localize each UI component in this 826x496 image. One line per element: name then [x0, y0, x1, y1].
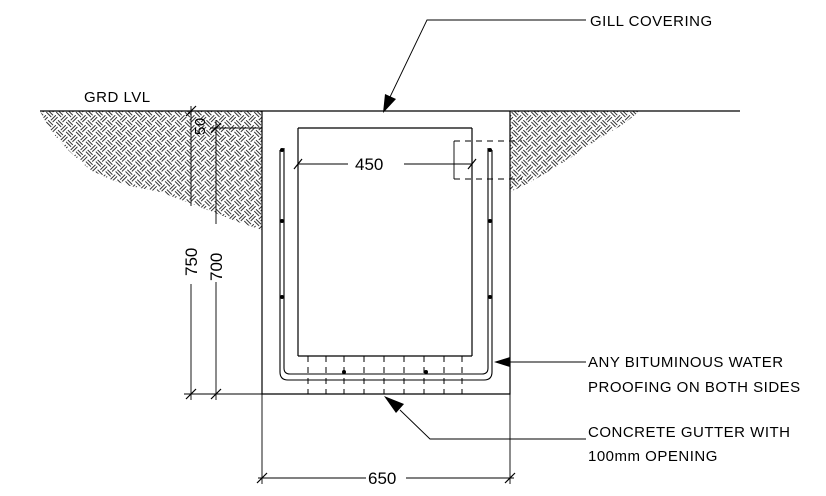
rebar-dot [280, 219, 284, 223]
waterproofing-arrowhead [494, 357, 510, 367]
dim-650-text: 650 [368, 469, 396, 488]
gutter-arrowhead [384, 396, 404, 413]
gutter-outer-wall [261, 111, 511, 395]
detail-callout-box [453, 140, 522, 180]
rebar-dot [488, 295, 492, 299]
dim-750-tick [185, 105, 197, 117]
rebar-dot [280, 148, 284, 152]
gutter-leader [399, 409, 586, 440]
gill-covering-leader [389, 19, 586, 98]
dim-450-tick [467, 158, 477, 170]
rebar-dot [280, 295, 284, 299]
gutter-label-line1: CONCRETE GUTTER WITH [588, 424, 791, 441]
dim-650-tick [256, 472, 268, 484]
dim-750-text: 750 [182, 248, 201, 276]
gutter-label-line2: 100mm OPENING [588, 448, 718, 465]
dim-450-tick [293, 158, 303, 170]
dim-450-text: 450 [355, 155, 383, 174]
gill-covering-arrowhead [383, 94, 396, 113]
dim-50-text: 50 [192, 117, 209, 135]
floor-openings [307, 356, 463, 394]
waterproofing-label-line2: PROOFING ON BOTH SIDES [588, 379, 801, 396]
ground-level-label: GRD LVL [84, 89, 151, 106]
rebar-dot [488, 219, 492, 223]
rebar-dot [424, 370, 428, 374]
dim-650-tick [504, 472, 516, 484]
rebar-inner-loop [283, 148, 489, 375]
dim-700-text: 700 [207, 253, 226, 281]
rebar-left-outer [279, 150, 493, 381]
soil-hatch-left [40, 111, 262, 230]
rebar-dot [488, 148, 492, 152]
waterproofing-label-line1: ANY BITUMINOUS WATER [588, 354, 784, 371]
soil-hatch-right [510, 111, 640, 192]
gill-covering-label: GILL COVERING [590, 13, 713, 30]
